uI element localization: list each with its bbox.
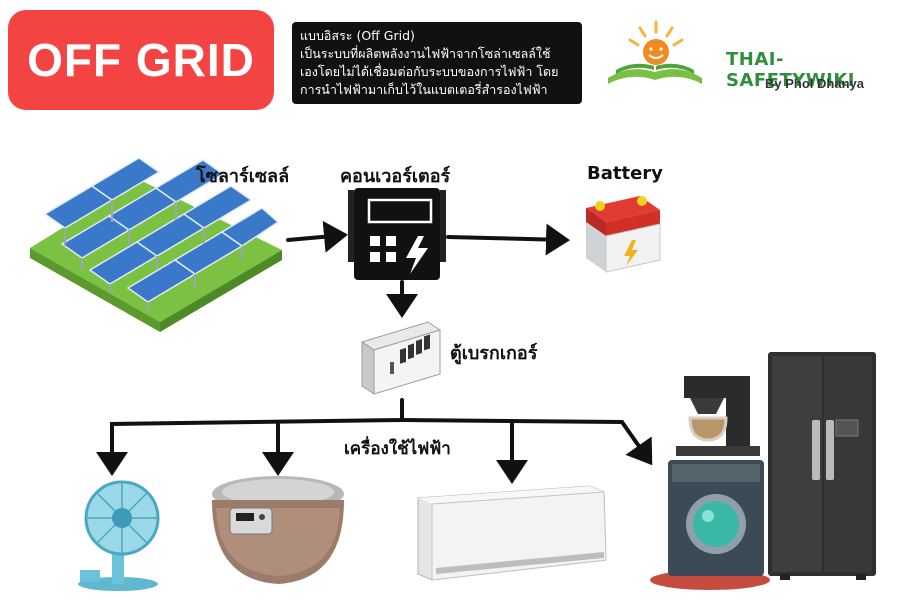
refrigerator-icon	[768, 352, 876, 580]
logo-icon	[608, 20, 702, 84]
inverter-icon	[348, 188, 446, 280]
arrow-to-appliances	[400, 418, 653, 466]
label-appliances: เครื่องใช้ไฟฟ้า	[344, 439, 451, 459]
badge-title: OFF GRID	[27, 34, 255, 86]
washing-machine-icon	[650, 460, 770, 590]
description-line: เป็นระบบที่ผลิตพลังงานไฟฟ้าจากโซล่าเซลล์…	[300, 46, 551, 61]
label-battery: Battery	[587, 163, 663, 184]
brand-byline: By Phol Dhanya	[765, 76, 864, 91]
battery-icon	[586, 196, 661, 273]
label-inverter: คอนเวอร์เตอร์	[340, 166, 451, 187]
label-solar: โซลาร์เซลล์	[196, 166, 290, 187]
brand-name: THAI-SAFETYWIKI	[726, 49, 855, 91]
description-line: การนำไฟฟ้ามาเก็บไว้ในแบตเตอรี่สำรองไฟฟ้า	[300, 82, 548, 97]
rice-cooker-icon	[212, 476, 344, 584]
arrow-inverter-to-battery	[446, 223, 570, 256]
label-breaker: ตู้เบรกเกอร์	[450, 343, 538, 364]
air-conditioner-icon	[417, 485, 607, 581]
fan-icon	[78, 480, 160, 591]
arrow-solar-to-inverter	[286, 220, 348, 253]
description-box: แบบอิสระ (Off Grid) เป็นระบบที่ผลิตพลังง…	[292, 22, 582, 104]
solar-panel-icon	[30, 157, 282, 332]
coffee-maker-icon	[676, 376, 760, 456]
breaker-box-icon	[360, 321, 442, 395]
description-line: แบบอิสระ (Off Grid)	[300, 28, 415, 43]
distribution-line	[96, 398, 404, 476]
description-line: เองโดยไม่ได้เชื่อมต่อกับระบบของการไฟฟ้า …	[300, 64, 559, 79]
off-grid-badge: OFF GRID	[8, 10, 274, 110]
